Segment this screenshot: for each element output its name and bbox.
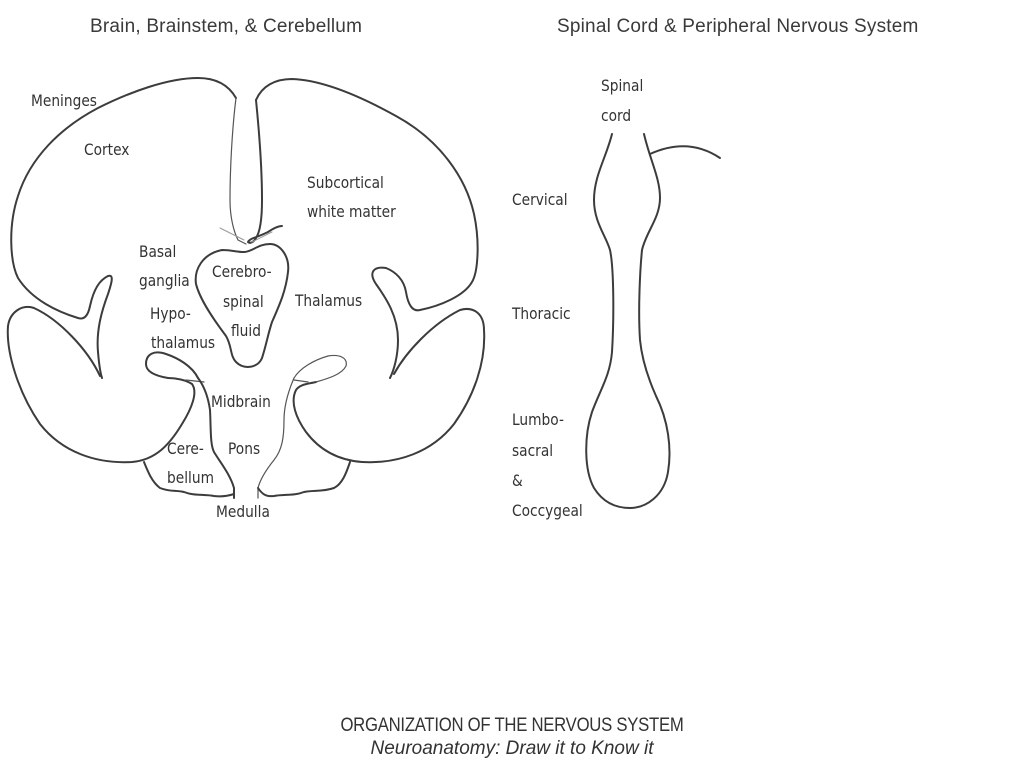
right-peduncle-junction (293, 379, 309, 383)
left-hemisphere-outline (10, 77, 237, 379)
label-subcortical-line2: white matter (307, 202, 396, 221)
label-cortex: Cortex (84, 140, 130, 159)
right-medial-wall (247, 99, 283, 244)
label-spinal-cord-line2: cord (601, 106, 632, 125)
label-cervical: Cervical (512, 190, 568, 209)
spinal-cord-left-edge (585, 133, 671, 509)
label-basal-line1: Basal (139, 242, 177, 261)
right-temporal-lobe (292, 308, 486, 464)
peripheral-nerve (649, 145, 721, 159)
left-temporal-lobe (6, 306, 196, 464)
label-midbrain: Midbrain (211, 392, 271, 411)
footer-subtitle: Neuroanatomy: Draw it to Know it (370, 738, 654, 759)
label-pons: Pons (228, 439, 261, 458)
left-cerebellar-peduncle (145, 351, 199, 379)
label-hypo-line2: thalamus (151, 333, 216, 352)
right-cerebellar-peduncle (293, 354, 347, 383)
spinal-section-title: Spinal Cord & Peripheral Nervous System (557, 16, 919, 37)
label-meninges: Meninges (31, 91, 97, 110)
label-thalamus: Thalamus (295, 291, 363, 310)
brain-section-title: Brain, Brainstem, & Cerebellum (90, 16, 363, 37)
label-subcortical-line1: Subcortical (307, 173, 384, 192)
label-csf-line2: spinal (223, 292, 264, 311)
right-cerebellum-outline (257, 461, 351, 498)
label-lumbo-line3: & (512, 471, 523, 490)
label-spinal-cord-line1: Spinal (601, 76, 644, 95)
fissure-base-line-left (219, 227, 245, 241)
footer-title: ORGANIZATION OF THE NERVOUS SYSTEM (340, 715, 684, 736)
label-medulla: Medulla (216, 502, 270, 521)
fissure-base-line-right (251, 231, 273, 243)
right-brainstem-boundary (257, 377, 295, 499)
label-lumbo-line2: sacral (512, 441, 554, 460)
label-cerebellum-line2: bellum (167, 468, 214, 487)
right-hemisphere-outline (255, 78, 479, 379)
left-brainstem-boundary (197, 377, 235, 499)
label-hypo-line1: Hypo- (150, 304, 191, 323)
label-csf-line3: fluid (231, 321, 261, 340)
left-medial-wall (229, 97, 247, 245)
label-lumbo-line4: Coccygeal (512, 501, 583, 520)
label-lumbo-line1: Lumbo- (512, 410, 564, 429)
label-csf-line1: Cerebro- (212, 262, 272, 281)
csf-ventricle-outline (194, 243, 290, 368)
label-cerebellum-line1: Cere- (167, 439, 204, 458)
label-thoracic: Thoracic (512, 304, 571, 323)
label-basal-line2: ganglia (139, 271, 190, 290)
left-cerebellum-outline (143, 461, 235, 498)
